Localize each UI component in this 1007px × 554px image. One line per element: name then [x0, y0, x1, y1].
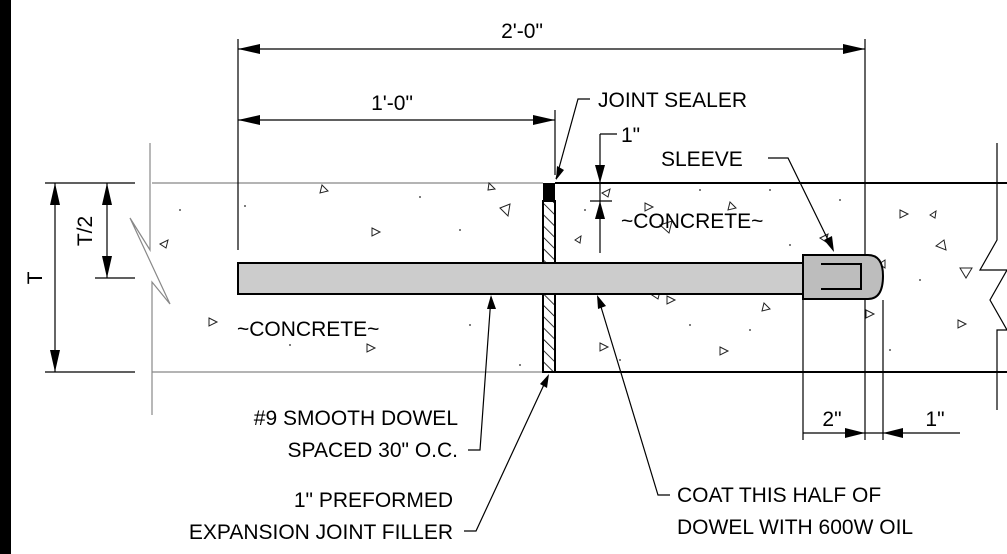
joint-sealer	[543, 183, 555, 201]
dowel-label-line2: SPACED 30" O.C.	[288, 439, 458, 462]
sleeve-inner	[821, 263, 862, 290]
concrete-left-label: ~CONCRETE~	[237, 318, 379, 341]
right-break-line	[978, 143, 1007, 410]
half-thickness-label: T/2	[74, 216, 97, 246]
dowel-bar	[237, 262, 809, 295]
dimension-half	[238, 110, 556, 175]
dimension-thickness	[45, 182, 135, 373]
dowel-sleeve	[802, 254, 885, 300]
dimension-top-one-inch	[590, 133, 617, 253]
dimension-overall	[237, 39, 866, 255]
dimension-half-thickness	[95, 183, 135, 279]
concrete-right-label: ~CONCRETE~	[621, 210, 763, 233]
filler-label-line1: 1" PREFORMED	[294, 489, 453, 512]
dimension-bottom-sleeve	[802, 300, 960, 440]
coat-label-line1: COAT THIS HALF OF	[677, 484, 881, 507]
top-one-inch-label: 1"	[621, 124, 640, 147]
thickness-label: T	[24, 271, 47, 284]
left-slab	[129, 143, 543, 415]
sleeve-two-inch-label: 2"	[822, 408, 841, 431]
half-dimension-label: 1'-0"	[371, 92, 413, 115]
right-slab	[555, 143, 1007, 410]
joint-sealer-label: JOINT SEALER	[598, 89, 747, 112]
sleeve-label: SLEEVE	[661, 148, 743, 171]
sleeve-one-inch-label: 1"	[925, 408, 944, 431]
coat-label-line2: DOWEL WITH 600W OIL	[677, 516, 913, 539]
dowel-label-line1: #9 SMOOTH DOWEL	[254, 407, 458, 430]
filler-label-line2: EXPANSION JOINT FILLER	[189, 521, 453, 544]
overall-dimension-label: 2'-0"	[501, 20, 543, 43]
sheet-border-left	[0, 0, 11, 554]
left-break-line	[129, 143, 171, 415]
leaders	[464, 98, 834, 532]
